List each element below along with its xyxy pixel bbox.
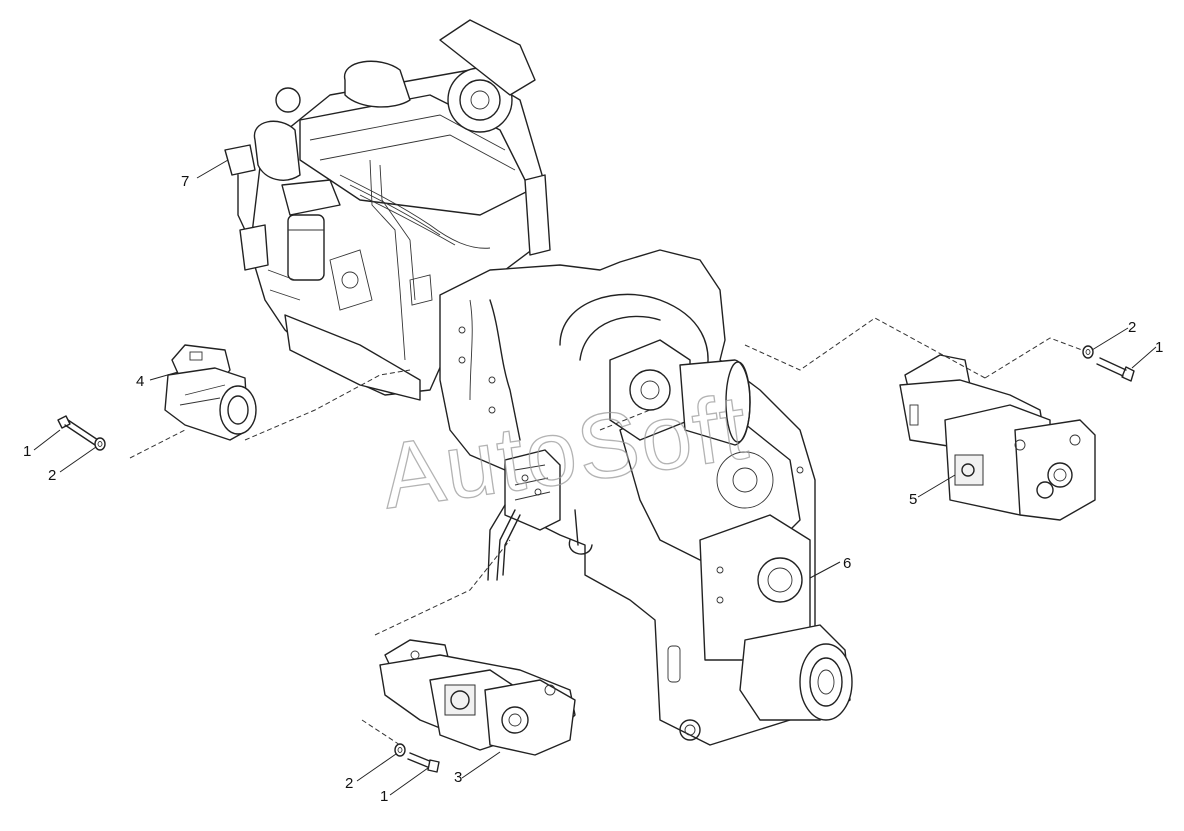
callout-label-1-left: 1: [23, 443, 31, 460]
callout-labels: 7 4 1 2 2 1 5 6 2 1 3: [23, 173, 1163, 805]
pump-5: [899, 354, 1096, 521]
callout-label-1-right: 1: [1155, 339, 1163, 356]
assembly-lines: [129, 317, 1083, 746]
pump-4: [164, 344, 257, 441]
fasteners: [57, 345, 1135, 773]
leader-lines: [33, 159, 1157, 796]
engine-assembly: [224, 19, 551, 401]
pump-3: [379, 639, 576, 756]
callout-label-2-bottom: 2: [345, 775, 353, 792]
callout-label-7: 7: [181, 173, 189, 190]
callout-label-2-right: 2: [1128, 319, 1136, 336]
callout-label-3: 3: [454, 769, 462, 786]
callout-label-1-bottom: 1: [380, 788, 388, 805]
callout-label-6: 6: [843, 555, 851, 572]
transmission-assembly: [439, 249, 853, 746]
callout-label-5: 5: [909, 491, 917, 508]
callout-label-2-left: 2: [48, 467, 56, 484]
callout-label-4: 4: [136, 373, 144, 390]
